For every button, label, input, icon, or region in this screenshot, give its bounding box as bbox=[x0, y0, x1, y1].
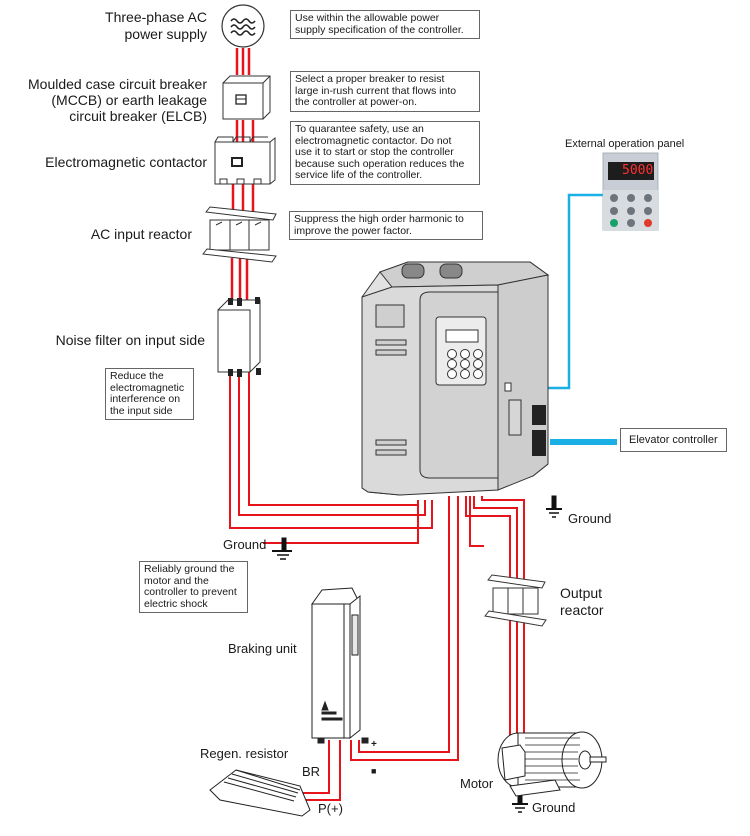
output-reactor-icon bbox=[484, 574, 547, 627]
note-ac-reactor: Suppress the high order harmonic to impr… bbox=[289, 211, 483, 240]
contactor-label: Electromagnetic contactor bbox=[10, 154, 207, 171]
braking-unit-label: Braking unit bbox=[228, 641, 297, 656]
ground-symbol-left bbox=[272, 537, 292, 560]
filter-to-inverter-wires bbox=[229, 372, 433, 544]
noise-filter-label: Noise filter on input side bbox=[20, 332, 205, 349]
note-line: Reliably ground the bbox=[144, 563, 235, 575]
terminal-plus-label: + bbox=[371, 739, 377, 750]
power-supply-label: Three-phase AC power supply bbox=[75, 9, 207, 43]
elevator-controller-box: Elevator controller bbox=[620, 428, 727, 452]
panel-display: 5000 bbox=[622, 163, 654, 178]
ground-label-motor: Ground bbox=[532, 800, 576, 815]
motor-icon bbox=[497, 731, 607, 797]
note-line: motor and the bbox=[144, 574, 209, 587]
noise-filter-icon bbox=[217, 297, 261, 377]
note-line: Reduce the bbox=[110, 370, 164, 382]
note-line: service life of the controller. bbox=[295, 169, 423, 181]
inverter-drive-icon bbox=[361, 261, 550, 496]
note-grounding: Reliably ground the motor and the contro… bbox=[139, 561, 248, 613]
note-line: Select a proper breaker to resist bbox=[295, 73, 445, 85]
motor-label: Motor bbox=[460, 776, 494, 791]
note-line: improve the power factor. bbox=[294, 224, 412, 237]
note-line: Use within the allowable power bbox=[295, 12, 440, 24]
terminal-minus-label: ■ bbox=[371, 766, 377, 776]
note-line: electromagnetic contactor. Do not bbox=[295, 134, 452, 147]
note-noise-filter: Reduce the electromagnetic interference … bbox=[105, 368, 194, 420]
ground-symbol-right bbox=[546, 495, 562, 518]
power-supply-icon bbox=[221, 4, 265, 48]
note-line: To quarantee safety, use an bbox=[295, 123, 424, 135]
ground-label-left: Ground bbox=[223, 537, 267, 552]
note-line: interference on bbox=[110, 393, 181, 405]
mccb-label: Moulded case circuit breaker (MCCB) or e… bbox=[10, 76, 207, 124]
note-line: controller to prevent bbox=[144, 586, 237, 598]
note-line: Suppress the high order harmonic to bbox=[294, 213, 464, 225]
terminal-p-label: P(+) bbox=[318, 801, 343, 816]
external-operation-panel bbox=[602, 152, 659, 231]
label-line: Three-phase AC bbox=[105, 9, 207, 25]
note-contactor: To quarantee safety, use an electromagne… bbox=[290, 121, 480, 185]
note-line: electric shock bbox=[144, 597, 208, 610]
note-line: because such operation reduces the bbox=[295, 157, 465, 170]
note-line: the input side bbox=[110, 404, 173, 417]
label-line: (MCCB) or earth leakage bbox=[51, 92, 207, 108]
label-line: power supply bbox=[124, 26, 208, 42]
terminal-br-label: BR bbox=[302, 764, 321, 779]
output-wires bbox=[465, 496, 525, 745]
regen-resistor-label: Regen. resistor bbox=[200, 746, 289, 761]
ground-symbol-motor bbox=[512, 793, 528, 813]
note-mccb: Select a proper breaker to resist large … bbox=[290, 71, 480, 112]
ac-reactor-icon bbox=[202, 206, 277, 263]
label-line: Electromagnetic contactor bbox=[45, 154, 207, 170]
note-line: use it to start or stop the controller bbox=[295, 146, 454, 158]
label-line: Output bbox=[560, 585, 603, 601]
note-line: supply specification of the controller. bbox=[295, 23, 464, 36]
label-line: circuit breaker (ELCB) bbox=[69, 108, 207, 124]
note-line: the controller at power-on. bbox=[295, 96, 417, 108]
inverter-to-braking-wires bbox=[350, 496, 459, 761]
label-line: Moulded case circuit breaker bbox=[28, 76, 207, 92]
note-line: large in-rush current that flows into bbox=[295, 84, 457, 97]
output-reactor-label: Output reactor bbox=[560, 585, 604, 619]
note-line: electromagnetic bbox=[110, 381, 185, 394]
note-power-supply: Use within the allowable power supply sp… bbox=[290, 10, 480, 39]
ac-reactor-label: AC input reactor bbox=[40, 226, 192, 243]
ground-label-right: Ground bbox=[568, 511, 612, 526]
label-line: reactor bbox=[560, 602, 604, 618]
braking-unit-icon bbox=[311, 587, 369, 744]
mccb-icon bbox=[222, 75, 271, 120]
contactor-icon bbox=[214, 136, 276, 185]
external-panel-label: External operation panel bbox=[565, 138, 685, 150]
label-line: AC input reactor bbox=[90, 226, 192, 242]
braking-to-resistor-wires bbox=[300, 740, 341, 801]
label-line: Noise filter on input side bbox=[55, 332, 205, 348]
regen-resistor-icon bbox=[209, 769, 311, 817]
